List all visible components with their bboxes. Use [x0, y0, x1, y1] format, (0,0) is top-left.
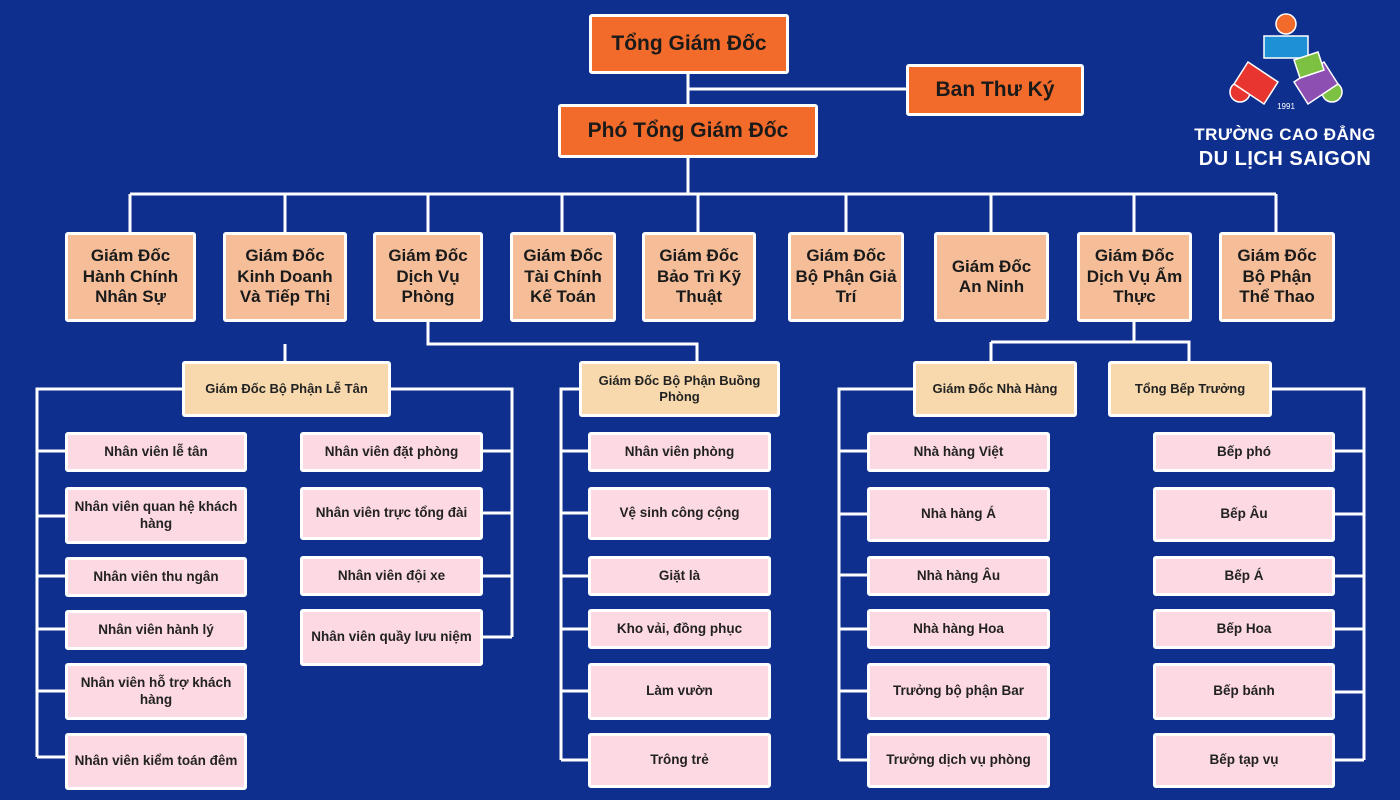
logo-year: 1991	[1277, 102, 1295, 111]
staff-label: Bếp bánh	[1213, 683, 1275, 699]
staff-label: Kho vải, đồng phục	[616, 620, 743, 636]
manager-restaurant: Giám Đốc Nhà Hàng	[913, 361, 1077, 417]
director-sales-marketing: Giám Đốc Kinh Doanh Và Tiếp Thị	[223, 232, 347, 322]
staff-item: Nhân viên thu ngân	[65, 557, 247, 597]
staff-label: Nhân viên đặt phòng	[324, 443, 459, 459]
director-sports: Giám Đốc Bộ Phận Thể Thao	[1219, 232, 1335, 322]
school-logo: 1991 TRƯỜNG CAO ĐẲNG DU LỊCH SAIGON	[1190, 10, 1390, 180]
manager-housekeeping: Giám Đốc Bộ Phận Buồng Phòng	[579, 361, 780, 417]
staff-item: Bếp phó	[1153, 432, 1335, 472]
director-label: Giám Đốc Dịch Vụ Phòng	[388, 246, 468, 307]
director-hr: Giám Đốc Hành Chính Nhân Sự	[65, 232, 196, 322]
staff-label: Bếp Hoa	[1216, 620, 1272, 636]
staff-item: Giặt là	[588, 556, 771, 596]
manager-kitchen: Tổng Bếp Trưởng	[1108, 361, 1272, 417]
logo-line1: TRƯỜNG CAO ĐẲNG	[1194, 125, 1376, 144]
staff-item: Nhân viên quầy lưu niệm	[300, 609, 483, 666]
staff-label: Nhân viên hỗ trợ khách hàng	[80, 675, 232, 707]
staff-item: Nhân viên trực tổng đài	[300, 487, 483, 540]
director-label: Giám Đốc Dịch Vụ Ẩm Thực	[1086, 246, 1183, 307]
staff-item: Nhân viên đội xe	[300, 556, 483, 596]
staff-item: Trông trẻ	[588, 733, 771, 788]
staff-label: Nhân viên phòng	[624, 443, 735, 459]
director-food-beverage: Giám Đốc Dịch Vụ Ẩm Thực	[1077, 232, 1192, 322]
staff-label: Nhân viên hành lý	[98, 621, 214, 637]
director-security: Giám Đốc An Ninh	[934, 232, 1049, 322]
staff-item: Nhân viên kiểm toán đêm	[65, 733, 247, 790]
manager-label: Giám Đốc Bộ Phận Buồng Phòng	[598, 373, 761, 404]
director-label: Giám Đốc Tài Chính Kế Toán	[523, 246, 603, 307]
director-label: Giám Đốc Bộ Phận Thể Thao	[1237, 246, 1317, 307]
director-rooms: Giám Đốc Dịch Vụ Phòng	[373, 232, 483, 322]
staff-label: Bếp Âu	[1220, 506, 1268, 522]
staff-label: Trông trẻ	[650, 752, 709, 768]
director-maintenance: Giám Đốc Bảo Trì Kỹ Thuật	[642, 232, 756, 322]
director-label: Giám Đốc An Ninh	[951, 256, 1032, 296]
staff-item: Bếp Âu	[1153, 487, 1335, 542]
logo-line2: DU LỊCH SAIGON	[1198, 148, 1372, 170]
staff-label: Nhà hàng Âu	[916, 567, 1001, 583]
staff-item: Nhân viên lễ tân	[65, 432, 247, 472]
staff-label: Bếp Á	[1224, 567, 1264, 583]
staff-label: Nhà hàng Hoa	[913, 620, 1004, 636]
staff-item: Nhân viên hỗ trợ khách hàng	[65, 663, 247, 720]
staff-item: Nhân viên đặt phòng	[300, 432, 483, 472]
staff-item: Trưởng dịch vụ phòng	[867, 733, 1050, 788]
manager-label: Giám Đốc Nhà Hàng	[932, 381, 1058, 397]
director-label: Giám Đốc Hành Chính Nhân Sự	[82, 246, 179, 307]
staff-label: Trưởng bộ phận Bar	[892, 683, 1025, 699]
director-entertainment: Giám Đốc Bộ Phận Giả Trí	[788, 232, 904, 322]
logo-emblem-icon	[1229, 13, 1343, 106]
staff-label: Nhân viên kiểm toán đêm	[74, 753, 238, 769]
staff-item: Bếp Hoa	[1153, 609, 1335, 649]
secretariat-label: Ban Thư Ký	[935, 78, 1055, 102]
secretariat-box: Ban Thư Ký	[906, 64, 1084, 116]
staff-item: Bếp tạp vụ	[1153, 733, 1335, 788]
director-label: Giám Đốc Bảo Trì Kỹ Thuật	[656, 246, 742, 307]
staff-label: Giặt là	[658, 567, 701, 583]
deputy-ceo-label: Phó Tổng Giám Đốc	[587, 119, 789, 143]
staff-item: Nhân viên phòng	[588, 432, 771, 472]
ceo-label: Tổng Giám Đốc	[611, 32, 767, 56]
staff-label: Nhân viên quầy lưu niệm	[311, 629, 472, 645]
staff-item: Nhà hàng Việt	[867, 432, 1050, 472]
staff-label: Bếp tạp vụ	[1209, 752, 1279, 768]
staff-label: Làm vườn	[646, 683, 713, 699]
staff-item: Nhân viên quan hệ khách hàng	[65, 487, 247, 544]
staff-label: Nhà hàng Á	[920, 506, 996, 522]
director-label: Giám Đốc Kinh Doanh Và Tiếp Thị	[237, 246, 333, 307]
staff-item: Nhà hàng Âu	[867, 556, 1050, 596]
staff-label: Nhân viên đội xe	[337, 567, 446, 583]
staff-item: Vệ sinh công cộng	[588, 487, 771, 540]
staff-item: Trưởng bộ phận Bar	[867, 663, 1050, 720]
staff-item: Kho vải, đồng phục	[588, 609, 771, 649]
staff-label: Vệ sinh công cộng	[619, 505, 740, 521]
staff-label: Bếp phó	[1217, 443, 1271, 459]
manager-front-office: Giám Đốc Bộ Phận Lễ Tân	[182, 361, 391, 417]
staff-item: Bếp bánh	[1153, 663, 1335, 720]
staff-item: Nhân viên hành lý	[65, 610, 247, 650]
staff-label: Nhà hàng Việt	[913, 443, 1004, 459]
staff-item: Nhà hàng Á	[867, 487, 1050, 542]
manager-label: Giám Đốc Bộ Phận Lễ Tân	[205, 381, 368, 397]
deputy-ceo-box: Phó Tổng Giám Đốc	[558, 104, 818, 158]
ceo-box: Tổng Giám Đốc	[589, 14, 789, 74]
staff-label: Nhân viên quan hệ khách hàng	[74, 499, 238, 531]
manager-label: Tổng Bếp Trưởng	[1134, 381, 1246, 397]
staff-label: Nhân viên lễ tân	[104, 443, 208, 459]
staff-item: Bếp Á	[1153, 556, 1335, 596]
staff-label: Trưởng dịch vụ phòng	[886, 752, 1031, 768]
staff-item: Làm vườn	[588, 663, 771, 720]
staff-item: Nhà hàng Hoa	[867, 609, 1050, 649]
director-finance: Giám Đốc Tài Chính Kế Toán	[510, 232, 616, 322]
staff-label: Nhân viên trực tổng đài	[315, 505, 468, 521]
staff-label: Nhân viên thu ngân	[93, 568, 219, 584]
director-label: Giám Đốc Bộ Phận Giả Trí	[795, 246, 897, 307]
